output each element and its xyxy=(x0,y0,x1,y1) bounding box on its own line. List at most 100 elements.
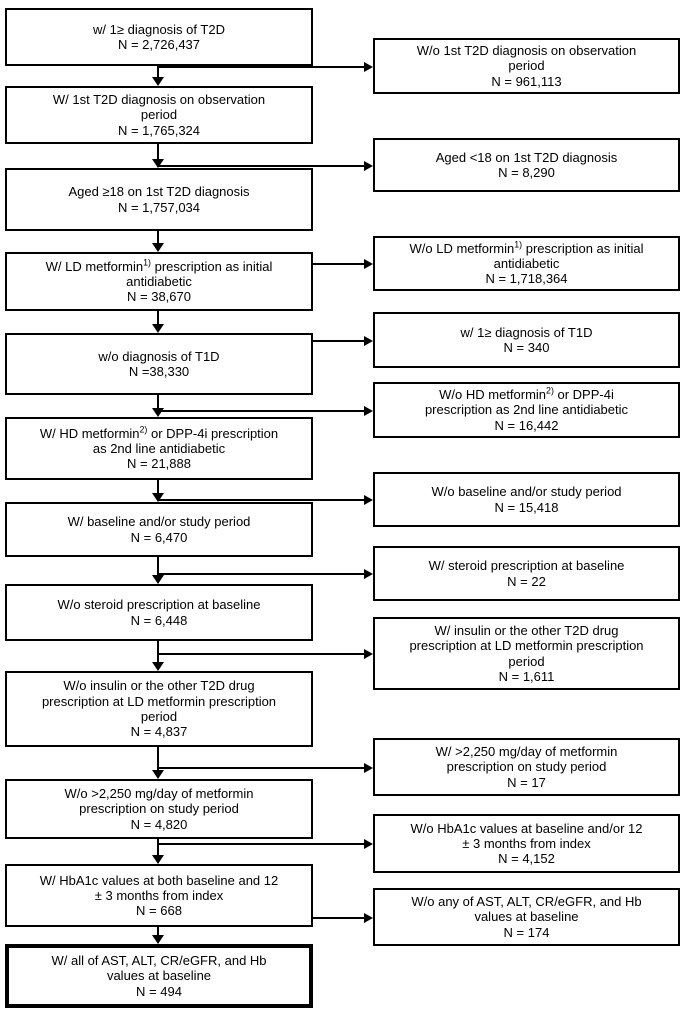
connector-stem-c11 xyxy=(157,927,159,935)
connector-arrow-right-c9 xyxy=(364,763,373,773)
connector-stem-c7 xyxy=(157,557,159,575)
connector-branch-c5 xyxy=(157,410,365,412)
connector-arrow-down-c4 xyxy=(152,324,164,333)
connector-branch-c2 xyxy=(157,165,365,167)
box-text-line: N = 494 xyxy=(136,983,182,999)
connector-stem-c1 xyxy=(157,66,159,77)
connector-arrow-down-c11 xyxy=(152,935,164,944)
connector-branch-c9 xyxy=(157,767,365,769)
box-text-line: N = 1,757,034 xyxy=(117,199,201,215)
box-text-line: W/ HbA1c values at both baseline and 12 xyxy=(39,872,279,888)
excluded-box-excl-10: W/o HbA1c values at baseline and/or 12± … xyxy=(373,814,680,873)
connector-stem-c4 xyxy=(157,311,159,324)
box-text-line: N = 2,726,437 xyxy=(117,37,201,52)
box-text-line: N = 340 xyxy=(503,340,550,355)
box-text-line: N = 4,820 xyxy=(130,816,188,832)
box-text-line: as 2nd line antidiabetic xyxy=(92,440,226,456)
connector-arrow-right-c8 xyxy=(364,649,373,659)
box-text-line: antidiabetic xyxy=(126,273,192,289)
box-text-line: W/ HD metformin2) or DPP-4i prescription xyxy=(39,424,279,441)
box-text-line: period xyxy=(140,709,178,724)
box-text-line: W/o any of AST, ALT, CR/eGFR, and Hb xyxy=(411,894,642,909)
connector-stem-c10 xyxy=(157,839,159,855)
box-text-line: N = 6,448 xyxy=(130,612,188,628)
box-text-line: period xyxy=(508,653,545,669)
box-text-line: ± 3 months from index xyxy=(94,887,224,903)
connector-arrow-down-c10 xyxy=(152,855,164,864)
box-text-line: prescription as 2nd line antidiabetic xyxy=(424,402,629,418)
box-text-line: N = 16,442 xyxy=(494,417,559,433)
box-text-line: prescription at LD metformin prescriptio… xyxy=(409,638,644,654)
box-text-line: prescription at LD metformin prescriptio… xyxy=(41,693,277,709)
box-text-line: W/ baseline and/or study period xyxy=(67,514,251,530)
box-text-line: W/o HbA1c values at baseline and/or 12 xyxy=(410,820,643,836)
box-text-line: N = 17 xyxy=(507,774,546,790)
box-text-line: N = 21,888 xyxy=(127,456,191,472)
connector-arrow-right-c4 xyxy=(364,336,373,346)
box-text-line: N = 38,670 xyxy=(127,289,191,305)
connector-branch-c8 xyxy=(157,653,365,655)
connector-arrow-down-c2 xyxy=(152,159,164,168)
connector-arrow-down-c8 xyxy=(152,662,164,671)
box-text-line: W/ all of AST, ALT, CR/eGFR, and Hb xyxy=(51,953,267,968)
box-text-line: W/ LD metformin1) prescription as initia… xyxy=(45,257,273,274)
box-text-line: period xyxy=(140,107,178,123)
connector-arrow-right-c10 xyxy=(364,839,373,849)
included-box-main-6: W/ HD metformin2) or DPP-4i prescription… xyxy=(5,417,313,480)
box-text-line: N = 8,290 xyxy=(498,165,555,180)
box-text-line: N = 1,765,324 xyxy=(117,122,201,138)
box-text-line: N = 1,611 xyxy=(498,668,555,684)
box-text-line: N = 4,837 xyxy=(130,724,188,740)
box-text-line: prescription on study period xyxy=(446,759,607,775)
box-text-line: W/ 1st T2D diagnosis on observation xyxy=(52,92,266,107)
box-text-line: W/ insulin or the other T2D drug xyxy=(434,622,619,638)
connector-arrow-down-c1 xyxy=(152,77,164,86)
connector-arrow-right-c5 xyxy=(364,406,373,416)
connector-arrow-down-c3 xyxy=(152,243,164,252)
connector-arrow-down-c9 xyxy=(152,770,164,779)
box-text-line: N = 22 xyxy=(507,573,546,589)
box-text-line: period xyxy=(508,58,545,74)
box-text-line: W/o 1st T2D diagnosis on observation xyxy=(416,43,637,58)
connector-stem-c9 xyxy=(157,747,159,770)
box-text-line: Aged ≥18 on 1st T2D diagnosis xyxy=(68,184,250,200)
box-text-line: values at baseline xyxy=(106,968,212,984)
excluded-box-excl-3: W/o LD metformin1) prescription as initi… xyxy=(373,236,680,291)
included-box-main-4: W/ LD metformin1) prescription as initia… xyxy=(5,252,313,311)
included-box-main-11: W/ HbA1c values at both baseline and 12±… xyxy=(5,864,313,927)
box-text-line: w/ 1≥ diagnosis of T1D xyxy=(460,324,593,340)
connector-arrow-down-c6 xyxy=(152,493,164,502)
box-text-line: antidiabetic xyxy=(493,255,560,271)
box-text-line: w/o diagnosis of T1D xyxy=(98,348,220,364)
box-text-line: W/ steroid prescription at baseline xyxy=(428,558,625,574)
box-text-line: N = 1,718,364 xyxy=(485,271,568,287)
box-text-line: N = 174 xyxy=(503,924,550,940)
box-text-line: N = 6,470 xyxy=(130,529,188,545)
connector-arrow-right-c11 xyxy=(364,913,373,923)
connector-arrow-right-c2 xyxy=(364,161,373,171)
box-text-line: W/o baseline and/or study period xyxy=(431,484,622,500)
connector-stem-c6 xyxy=(157,480,159,493)
connector-arrow-down-c7 xyxy=(152,575,164,584)
connector-stem-c3 xyxy=(157,231,159,243)
box-text-line: ± 3 months from index xyxy=(462,835,591,851)
connector-stem-c5 xyxy=(157,395,159,408)
box-text-line: Aged <18 on 1st T2D diagnosis xyxy=(435,149,618,165)
box-text-line: w/ 1≥ diagnosis of T2D xyxy=(93,21,225,37)
box-text-line: W/o LD metformin1) prescription as initi… xyxy=(409,239,644,256)
box-text-line: values at baseline xyxy=(474,909,579,925)
